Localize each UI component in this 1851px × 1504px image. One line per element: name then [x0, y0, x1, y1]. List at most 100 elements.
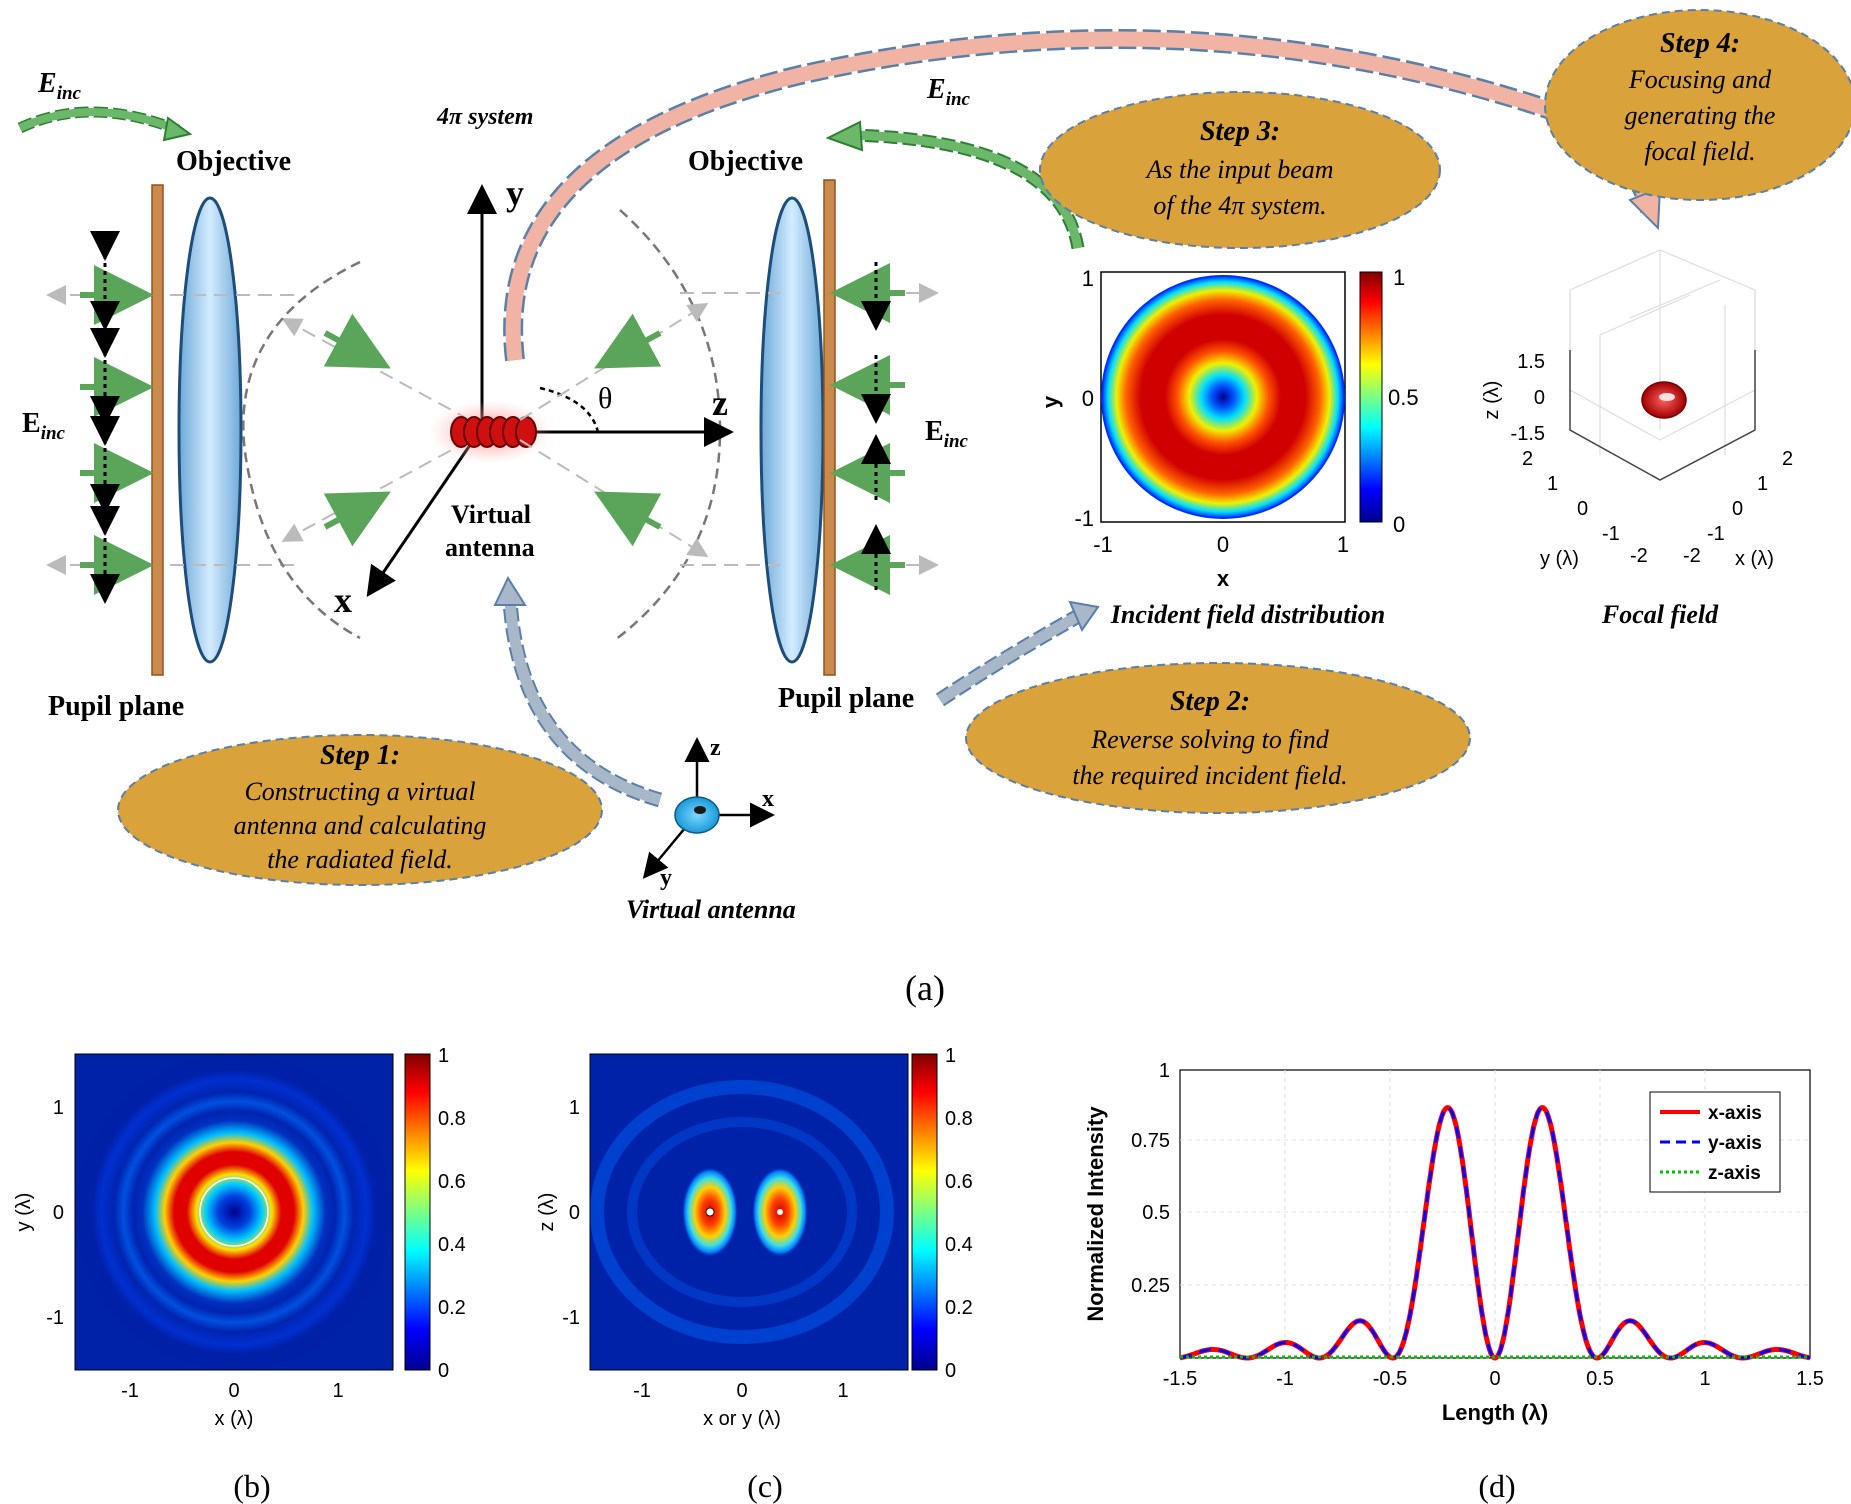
- b-cbar-04: 0.4: [438, 1234, 466, 1256]
- d-ytick-05: 0.5: [1142, 1202, 1170, 1224]
- focal-ztick-m15: -1.5: [1511, 423, 1545, 445]
- b-ytick-m1: -1: [46, 1307, 64, 1329]
- einc-top-left: Einc: [37, 68, 82, 104]
- c-xtick-m1: -1: [633, 1380, 651, 1402]
- focal-ztick-15: 1.5: [1517, 351, 1545, 373]
- left-lens: [177, 196, 243, 664]
- step1-line3: the radiated field.: [267, 845, 453, 874]
- b-ytick-0: 0: [53, 1202, 64, 1224]
- objective-left-label: Objective: [176, 146, 291, 177]
- focal-ytick-0: 0: [1577, 498, 1588, 520]
- d-xtick-m15: -1.5: [1163, 1368, 1197, 1390]
- incident-cbar-tick-0: 0: [1393, 512, 1405, 537]
- panel-b-vortex-arrows: [199, 1177, 269, 1247]
- incident-ylabel: y: [1038, 395, 1063, 408]
- c-xtick-1: 1: [837, 1380, 848, 1402]
- panel-a-label: (a): [905, 968, 945, 1008]
- c-cbar-04: 0.4: [945, 1234, 973, 1256]
- panel-d: x-axis y-axis z-axis 1 0.75 0.5 0.25 -1.…: [1083, 1060, 1824, 1504]
- left-dashed-arc: [242, 260, 361, 640]
- incident-ytick-1: 1: [1082, 266, 1094, 291]
- incident-xtick-m1: -1: [1093, 532, 1113, 557]
- focal-zlabel: z (λ): [1481, 381, 1503, 420]
- d-ytick-025: 0.25: [1131, 1275, 1170, 1297]
- c-side-ring-2: [627, 1117, 857, 1307]
- system-label: 4π system: [436, 104, 533, 130]
- einc-right: Einc: [925, 416, 969, 452]
- step3-line1: As the input beam: [1144, 155, 1333, 184]
- focus-axes: [366, 184, 734, 597]
- c-cbar-02: 0.2: [945, 1297, 973, 1319]
- c-cbar-08: 0.8: [945, 1108, 973, 1130]
- step4-line3: focal field.: [1644, 137, 1755, 166]
- focal-ytick-2: 2: [1522, 448, 1533, 470]
- b-xtick-0: 0: [228, 1380, 239, 1402]
- b-xtick-m1: -1: [121, 1380, 139, 1402]
- focal-caption: Focal field: [1601, 600, 1719, 629]
- focal-xtick-1: 1: [1757, 473, 1768, 495]
- step2-line2: the required incident field.: [1072, 761, 1347, 790]
- einc-top-right-arrow: [825, 120, 1085, 250]
- step2-line1: Reverse solving to find: [1090, 725, 1330, 754]
- focal-xlabel: x (λ): [1735, 548, 1774, 570]
- pupil-plane-left: Pupil plane: [48, 691, 184, 722]
- focal-xtick-m2: -2: [1683, 545, 1701, 567]
- d-xtick-0: 0: [1489, 1368, 1500, 1390]
- b-ytick-1: 1: [53, 1097, 64, 1119]
- axis-x-label: x: [334, 580, 352, 620]
- inset-x: x: [762, 786, 774, 812]
- panel-c-label: (c): [747, 1468, 783, 1504]
- d-xlabel: Length (λ): [1442, 1400, 1548, 1425]
- b-xlabel: x (λ): [215, 1408, 254, 1430]
- c-ylabel: z (λ): [536, 1193, 558, 1232]
- step1-arrow: [493, 575, 663, 808]
- panel-c: 1 0.8 0.6 0.4 0.2 0 1 0 -1 -1 0 1 x or y…: [536, 1045, 973, 1504]
- right-pupil-plate: [823, 179, 836, 676]
- step1-line2: antenna and calculating: [234, 811, 487, 840]
- right-grey-rays: [519, 283, 939, 575]
- inset-z: z: [710, 735, 721, 761]
- axis-z-label: z: [712, 383, 728, 423]
- incident-field-plot: 1 0.5 0 1 0 -1 -1 0 1 x y Incident field…: [1038, 265, 1419, 629]
- incident-ytick-0: 0: [1082, 386, 1094, 411]
- step4-line1: Focusing and: [1628, 65, 1772, 94]
- b-cbar-0: 0: [438, 1360, 449, 1382]
- d-xtick-1: 1: [1699, 1368, 1710, 1390]
- focal-ztick-0: 0: [1534, 387, 1545, 409]
- focal-ytick-m2: -2: [1630, 545, 1648, 567]
- einc-top-left-arrow: [17, 106, 193, 142]
- focal-field-plot: 1.5 0 -1.5 z (λ) 2 1 0 -1 -2 -2 -1 0 1 2…: [1481, 249, 1793, 629]
- focal-ylabel: y (λ): [1540, 548, 1579, 570]
- c-cbar-06: 0.6: [945, 1171, 973, 1193]
- d-ytick-1: 1: [1159, 1060, 1170, 1082]
- right-dashed-arc: [614, 209, 722, 641]
- d-legend: x-axis y-axis z-axis: [1649, 1091, 1781, 1193]
- c-cbar-1: 1: [945, 1045, 956, 1067]
- incident-cbar-tick-1: 1: [1393, 265, 1405, 290]
- axis-y-label: y: [506, 173, 524, 213]
- panel-a: Einc Objective 4π system: [17, 9, 1851, 1008]
- c-xtick-0: 0: [736, 1380, 747, 1402]
- virtual-antenna-label-2: antenna: [445, 533, 535, 562]
- step4-title: Step 4:: [1660, 28, 1740, 59]
- d-xtick-m1: -1: [1276, 1368, 1294, 1390]
- incident-xtick-0: 0: [1217, 532, 1229, 557]
- step4-line2: generating the: [1625, 101, 1776, 130]
- einc-left: Einc: [22, 408, 66, 444]
- pupil-plane-right: Pupil plane: [778, 683, 914, 714]
- step2-bubble: Step 2: Reverse solving to find the requ…: [965, 662, 1471, 814]
- d-ytick-075: 0.75: [1131, 1130, 1170, 1152]
- incident-xtick-1: 1: [1337, 532, 1349, 557]
- incident-cbar-tick-05: 0.5: [1388, 385, 1419, 410]
- left-grey-rays: [46, 285, 471, 575]
- panel-d-label: (d): [1478, 1468, 1515, 1504]
- c-ytick-0: 0: [569, 1202, 580, 1224]
- right-lens: [759, 196, 825, 664]
- d-xtick-05: 0.5: [1586, 1368, 1614, 1390]
- inset-caption: Virtual antenna: [626, 895, 796, 924]
- step4-bubble: Step 4: Focusing and generating the foca…: [1544, 9, 1851, 201]
- d-legend-y: y-axis: [1708, 1133, 1762, 1154]
- d-ylabel: Normalized Intensity: [1083, 1106, 1108, 1322]
- d-xtick-15: 1.5: [1796, 1368, 1824, 1390]
- panel-b-label: (b): [233, 1468, 270, 1504]
